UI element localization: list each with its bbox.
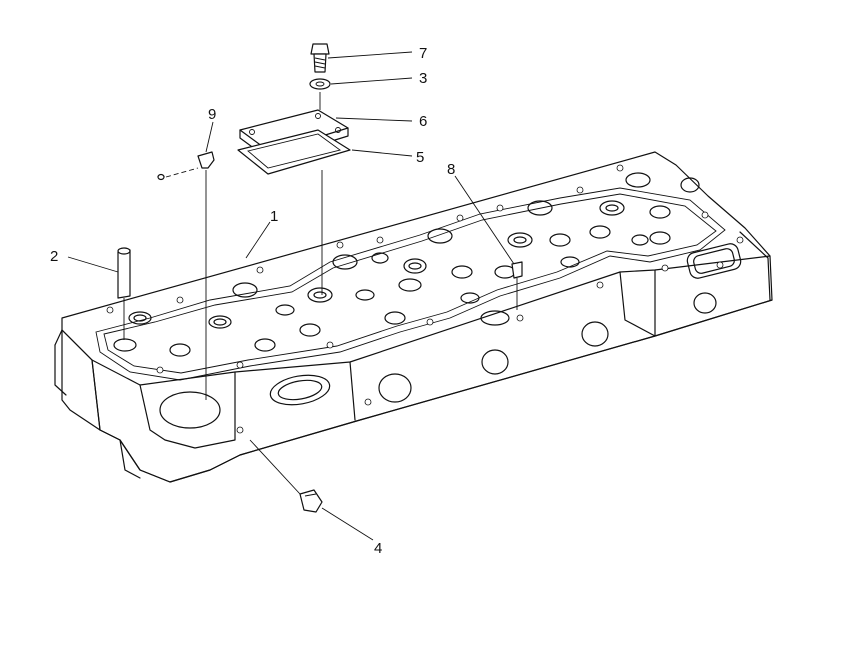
callout-labels: 7 3 6 5 9 2 1 8 4 bbox=[50, 45, 455, 557]
callout-9: 9 bbox=[208, 106, 216, 123]
callout-6: 6 bbox=[419, 113, 427, 130]
assembly-lines bbox=[123, 92, 518, 495]
fitting bbox=[511, 261, 523, 279]
cylinder-head bbox=[54, 151, 773, 483]
callout-4: 4 bbox=[374, 540, 382, 557]
bolt bbox=[310, 43, 330, 73]
callout-3: 3 bbox=[419, 70, 427, 87]
callout-7: 7 bbox=[419, 45, 427, 62]
washer bbox=[309, 78, 331, 90]
cylinder-head-holes bbox=[106, 164, 744, 434]
plug bbox=[157, 151, 215, 181]
drain-plug bbox=[299, 489, 323, 513]
callout-2: 2 bbox=[50, 248, 58, 265]
leader-lines bbox=[67, 51, 515, 541]
callout-8: 8 bbox=[447, 161, 455, 178]
callout-5: 5 bbox=[416, 149, 424, 166]
callout-1: 1 bbox=[270, 208, 278, 225]
cover-gasket bbox=[237, 129, 351, 175]
dowel-pin bbox=[117, 247, 131, 299]
